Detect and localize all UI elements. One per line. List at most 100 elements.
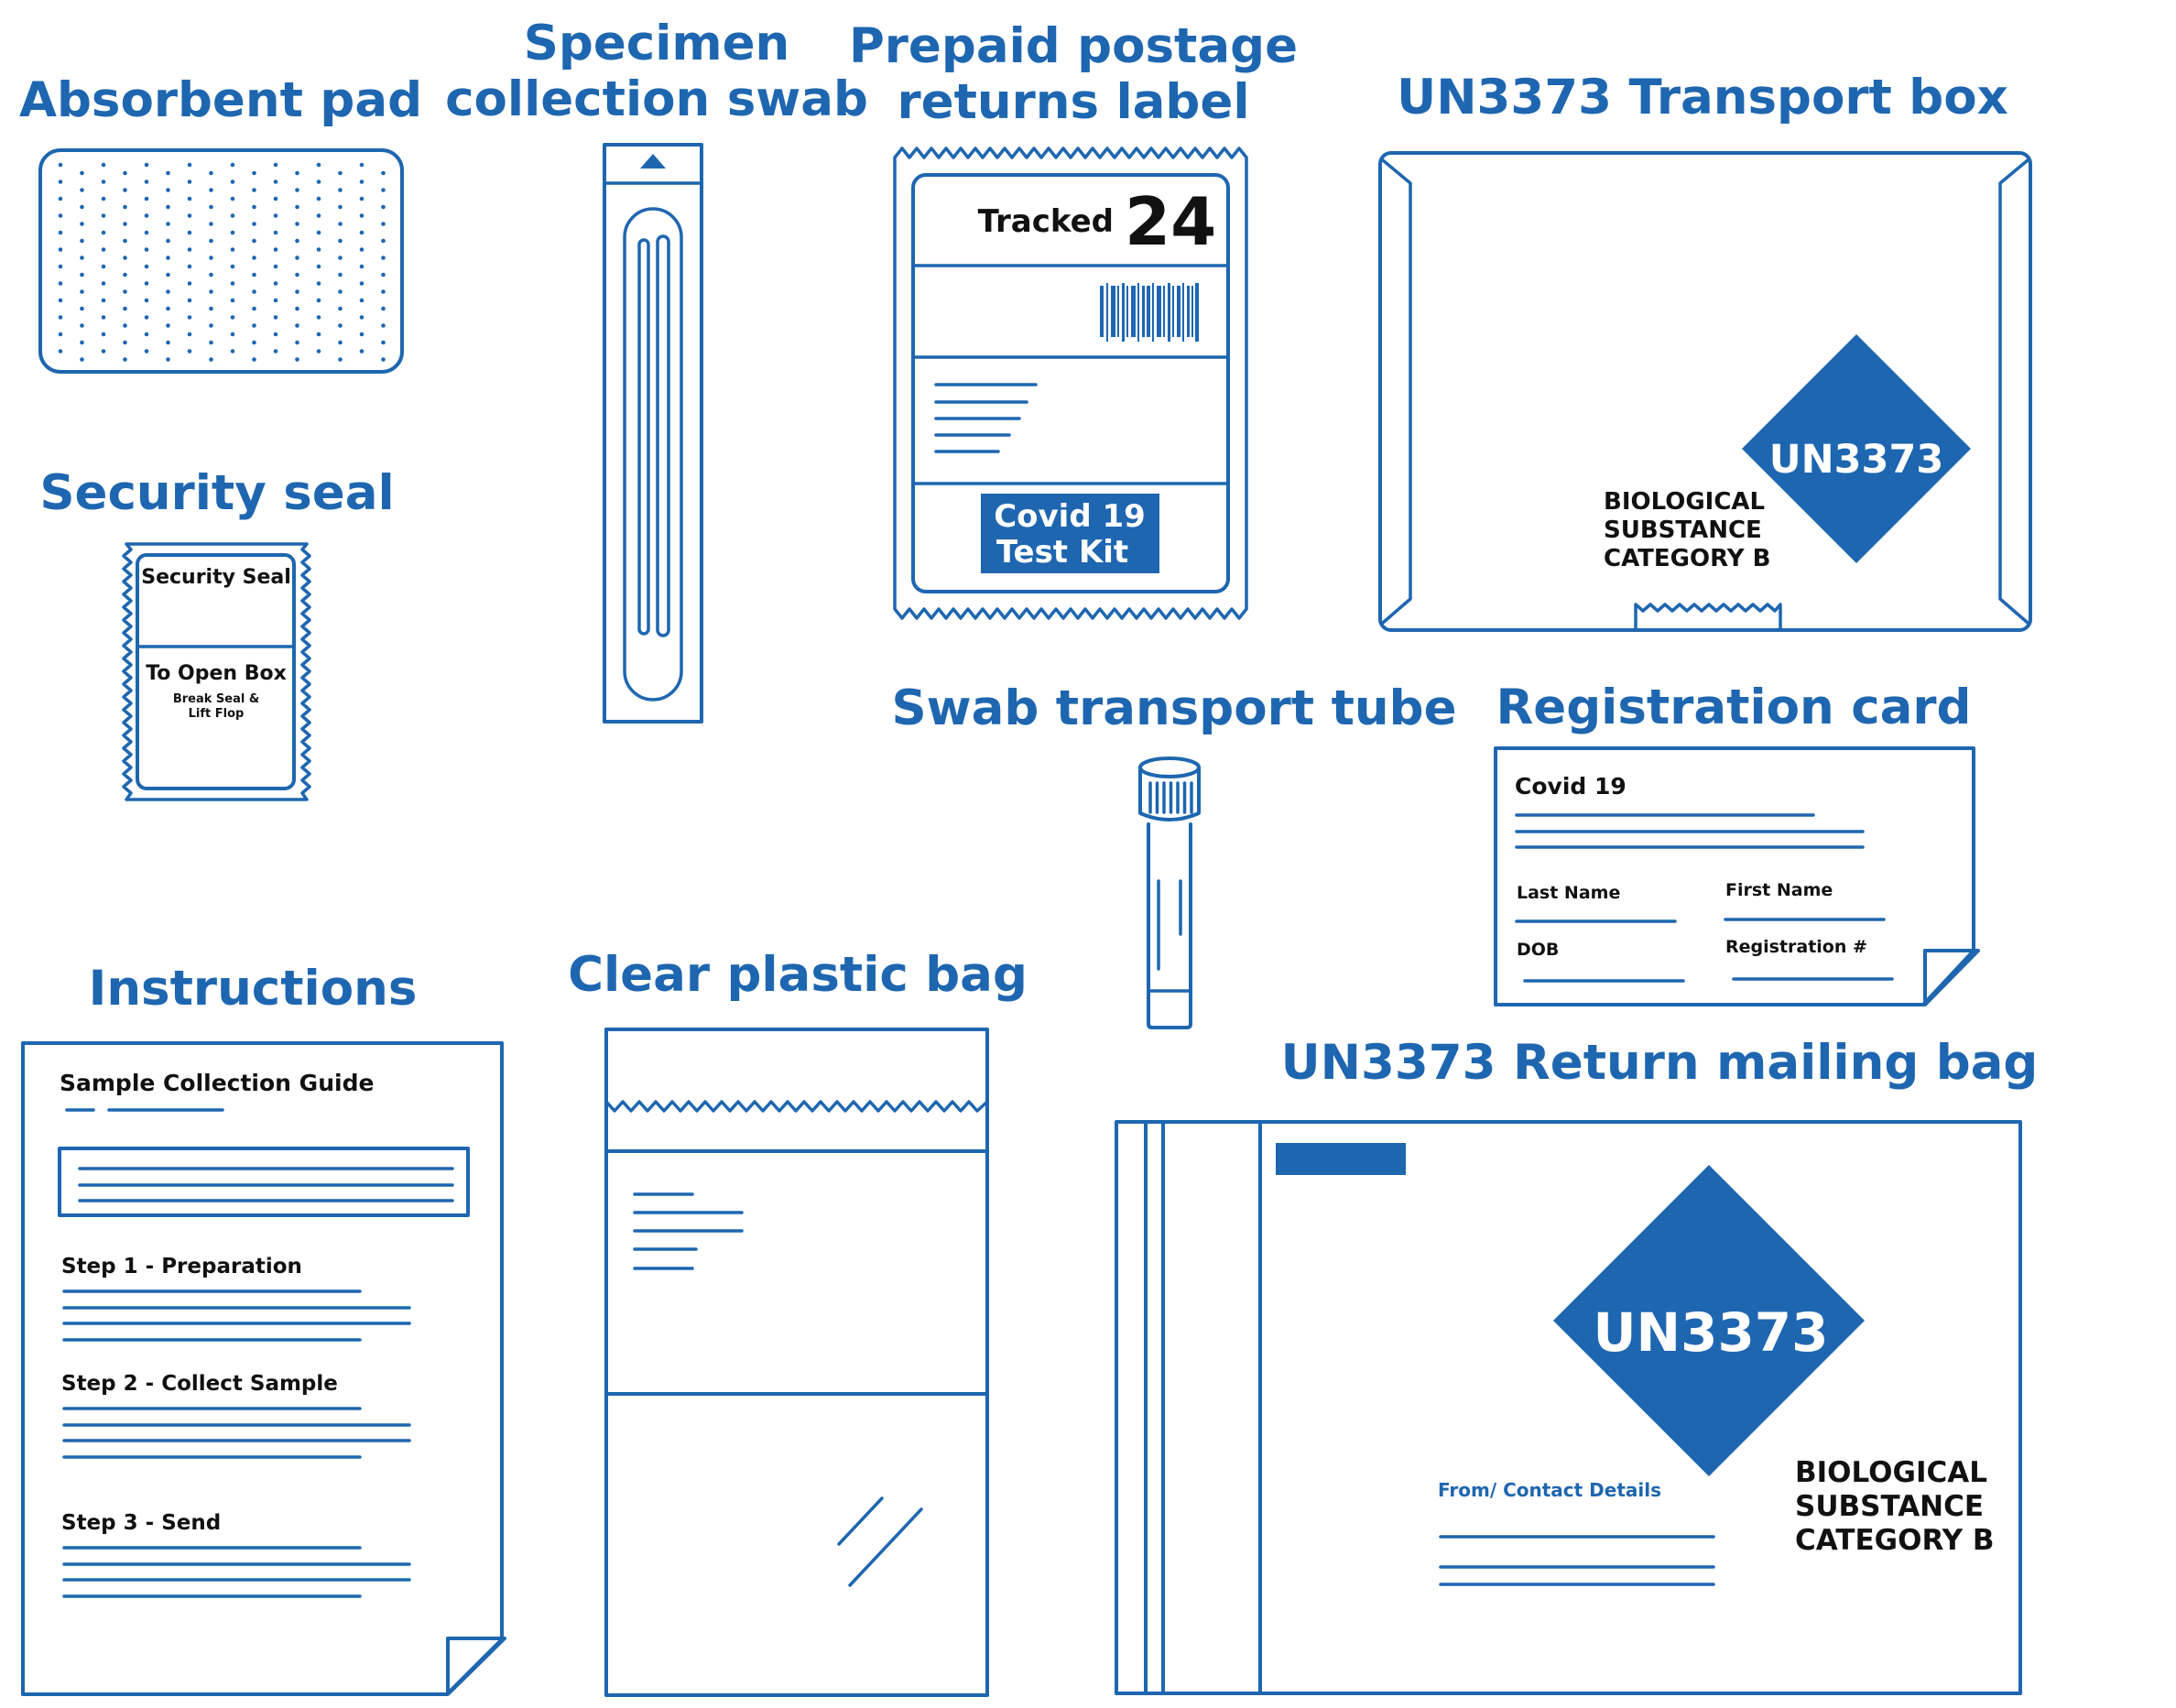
pad-dot [338, 289, 343, 294]
pad-dot [316, 315, 321, 320]
pad-dot [316, 298, 321, 303]
pad-dot [144, 264, 149, 269]
swab-window [623, 207, 683, 702]
pad-dot [252, 340, 256, 345]
seal-heading: Security Seal [141, 566, 291, 589]
pad-dot [316, 349, 321, 354]
pad-dot [58, 247, 63, 252]
pad-dot [123, 357, 127, 362]
pad-dot [381, 222, 386, 226]
barcode-bar [1106, 283, 1108, 342]
pad-dot [230, 247, 235, 252]
pad-dot [252, 204, 256, 210]
pad-dot [187, 264, 192, 269]
security-seal-outline [122, 542, 311, 801]
pad-dot [252, 289, 256, 294]
pad-dot [359, 196, 364, 201]
pad-dot [316, 180, 321, 184]
pad-dot [101, 298, 106, 303]
postage-label-sleeve [893, 147, 1248, 620]
pad-dot [359, 180, 364, 184]
box-bio-line3: CATEGORY B [1604, 545, 1770, 572]
pad-dot [144, 298, 149, 303]
box-bio-line1: BIOLOGICAL [1604, 488, 1765, 516]
pad-dot [80, 289, 84, 294]
registration-card-title: Registration card [1496, 680, 1971, 735]
mailing-bag [1115, 1120, 2022, 1695]
instructions-title: Instructions [89, 961, 418, 1017]
pad-dot [230, 180, 235, 184]
tube-cap [1138, 766, 1201, 821]
pad-dot [80, 323, 84, 328]
tracked-label: Tracked [978, 203, 1114, 240]
pad-dot [381, 340, 386, 345]
instructions-step2: Step 2 - Collect Sample [61, 1372, 338, 1396]
pad-dot [144, 315, 149, 320]
pad-dot [101, 332, 106, 337]
security-seal-group: Security seal Security Seal To Open Box … [39, 465, 395, 801]
pad-dot [166, 188, 170, 192]
barcode-bar [1131, 286, 1136, 337]
pad-dot [209, 272, 213, 277]
barcode-bar [1195, 283, 1199, 342]
pad-dot [338, 272, 343, 277]
pad-dot [209, 222, 213, 226]
swab-stick-left [637, 238, 650, 636]
pad-dot [209, 170, 213, 176]
pad-dot [295, 188, 299, 192]
box-tape-tab [1634, 603, 1782, 632]
absorbent-pad [38, 148, 404, 374]
pad-dot [273, 298, 278, 303]
plastic-bag [604, 1028, 989, 1697]
mailing-bag-blue-strip [1276, 1143, 1406, 1175]
pad-dot [187, 196, 192, 201]
barcode-bar [1163, 286, 1165, 337]
pad-dot [166, 222, 170, 226]
pad-dot [295, 340, 299, 345]
swab-title-line2: collection swab [445, 71, 868, 127]
pad-dot [338, 323, 343, 328]
pad-dot [252, 357, 256, 362]
mailing-bag-title: UN3373 Return mailing bag [1281, 1035, 2039, 1091]
card-dob-label: DOB [1517, 940, 1559, 960]
pad-dot [58, 349, 63, 354]
pad-dot [230, 162, 235, 168]
pad-dot [252, 272, 256, 277]
pad-dot [101, 264, 106, 269]
registration-card-group: Registration card Covid 19 Last Name Fir… [1494, 680, 1980, 1006]
box-bio-line2: SUBSTANCE [1604, 517, 1762, 544]
pad-dot [252, 222, 256, 226]
pad-dot [381, 170, 386, 176]
barcode-bar [1147, 286, 1150, 337]
pad-dot [230, 298, 235, 303]
pad-dot [295, 289, 299, 294]
mailing-bag-bio-line1: BIOLOGICAL [1795, 1456, 1987, 1489]
barcode-bar [1122, 283, 1125, 342]
pad-dot [187, 213, 192, 218]
instructions-step1: Step 1 - Preparation [61, 1255, 302, 1278]
pad-dot [338, 188, 343, 192]
pad-dot [381, 256, 386, 260]
pad-dot [58, 264, 63, 269]
pad-dot [58, 281, 63, 286]
pad-dot [58, 315, 63, 320]
pad-dot [252, 238, 256, 244]
barcode-bar [1168, 283, 1170, 342]
barcode-bar [1182, 283, 1184, 342]
pad-dot [316, 332, 321, 337]
pad-dot [187, 162, 192, 168]
bag-tear-strip [604, 1100, 989, 1113]
pad-dot [338, 238, 343, 244]
pad-dot [58, 230, 63, 235]
pad-dot [101, 196, 106, 201]
pad-dot [166, 306, 170, 311]
instructions-page-curl [446, 1637, 506, 1696]
card-first-name-label: First Name [1725, 880, 1833, 900]
bag-shine-icon [837, 1496, 884, 1546]
pad-dot [295, 222, 299, 226]
pad-dot [80, 204, 84, 210]
pad-dot [316, 281, 321, 286]
pad-dot [252, 306, 256, 311]
barcode [1100, 283, 1199, 342]
swab-group: Specimen collection swab [445, 16, 868, 723]
